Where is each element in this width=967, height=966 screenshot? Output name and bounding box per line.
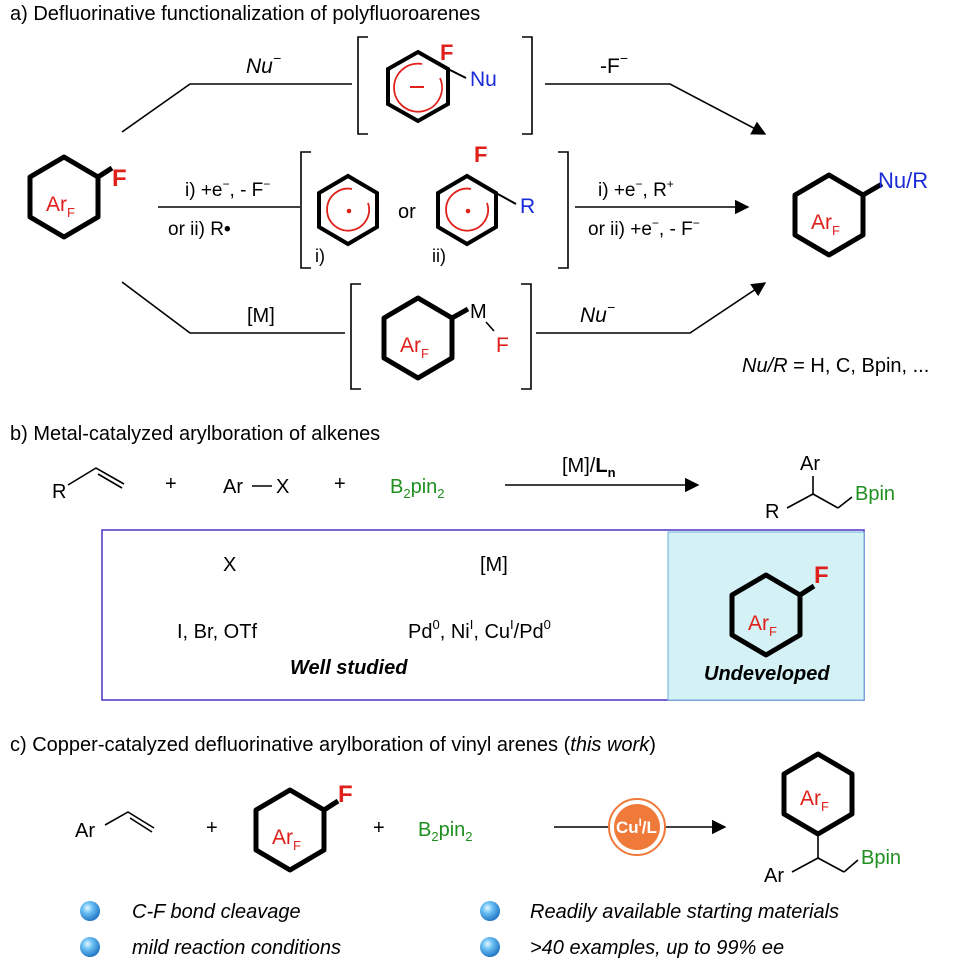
radical-ii-f: F — [474, 142, 487, 167]
aryl-halide: Ar — [223, 476, 243, 498]
cu-catalyst-badge: CuI/L — [608, 798, 666, 856]
label-i: i) — [315, 246, 325, 266]
bracket-left-bottom — [350, 283, 361, 390]
aryl-radical-ii: F R ii) — [432, 142, 535, 266]
section-a-title: a) Defluorinative functionalization of p… — [10, 3, 480, 25]
bottom-path-line-left — [121, 281, 345, 334]
bullet-icon — [480, 937, 500, 957]
catalyst-b: [M]/Ln — [562, 455, 616, 480]
c-b2pin2: B2pin2 — [418, 819, 473, 844]
bottom-path-arrow — [536, 282, 767, 334]
middle-cond-3: i) +e−, R+ — [598, 177, 674, 201]
product-b-bpin: Bpin — [855, 483, 895, 505]
top-path-arrow — [545, 83, 767, 135]
box-f: F — [814, 562, 829, 589]
product-arf: ArF — [811, 211, 840, 238]
c-f: F — [338, 781, 353, 808]
bullet-3: mild reaction conditions — [132, 937, 341, 959]
scope-note: Nu/R = H, C, Bpin, ... — [742, 355, 929, 377]
fluoride-loss-label: -F− — [600, 50, 628, 78]
top-path-line-left — [121, 83, 352, 133]
undeveloped-label: Undeveloped — [704, 663, 830, 685]
bullet-icon — [80, 937, 100, 957]
middle-cond-1: i) +e−, - F− — [185, 177, 270, 201]
undeveloped-highlight — [667, 531, 865, 701]
aryl-metal-intermediate: M F ArF — [381, 295, 509, 381]
bullet-icon — [80, 901, 100, 921]
halide-x: X — [276, 476, 289, 498]
nu-reagent-top: Nu− — [246, 50, 281, 78]
box-arf: ArF — [748, 612, 777, 639]
vinyl-ar: Ar — [75, 820, 95, 842]
b2pin2-b: B2pin2 — [390, 476, 445, 501]
feature-bullets: C-F bond cleavage Readily available star… — [80, 901, 839, 959]
section-c-title: c) Copper-catalyzed defluorinative arylb… — [10, 734, 656, 756]
arf-label: ArF — [46, 193, 75, 220]
metal-values: Pd0, NiI, CuI/Pd0 — [408, 617, 551, 643]
arf-fluoride-start: F ArF — [27, 154, 127, 240]
radical-ii-r: R — [520, 195, 535, 218]
arf-fluoride-c: F ArF — [253, 781, 353, 873]
middle-cond-2: or ii) R• — [168, 219, 231, 240]
plus-c1: + — [206, 817, 218, 839]
bullet-4: >40 examples, up to 99% ee — [530, 937, 784, 959]
alkene-substrate: R — [52, 467, 125, 503]
column-m-header: [M] — [480, 554, 508, 576]
bullet-2: Readily available starting materials — [530, 901, 839, 923]
alkene-r: R — [52, 481, 66, 503]
bullet-1: C-F bond cleavage — [132, 901, 301, 923]
plus-c2: + — [373, 817, 385, 839]
bracket-right-top — [522, 36, 533, 135]
product-c-ar: Ar — [764, 865, 784, 887]
middle-cond-4: or ii) +e−, - F− — [588, 216, 700, 240]
cu-catalyst-label: CuI/L — [616, 817, 657, 837]
bracket-right-bottom — [521, 283, 532, 390]
bracket-left-top — [357, 36, 368, 135]
plus-b2: + — [334, 473, 346, 495]
column-x-header: X — [223, 554, 236, 576]
bullet-icon — [480, 901, 500, 921]
well-studied-label: Well studied — [290, 657, 408, 679]
or-label: or — [398, 201, 416, 223]
section-b-title: b) Metal-catalyzed arylboration of alken… — [10, 423, 380, 445]
arf-fluoride-box: F ArF — [729, 562, 829, 658]
x-values: I, Br, OTf — [177, 621, 257, 643]
vinyl-arene: Ar — [75, 811, 155, 842]
bracket-left-mid — [300, 151, 311, 269]
arf-product: Nu/R ArF — [792, 168, 928, 258]
metal-m: M — [470, 301, 487, 323]
meisenheimer-intermediate: F Nu — [386, 40, 497, 124]
nu-reagent-bottom: Nu− — [580, 299, 615, 327]
product-nu-r: Nu/R — [878, 168, 928, 193]
product-b-ar: Ar — [800, 453, 820, 475]
arylboration-product-b: Ar R Bpin — [765, 453, 895, 523]
arylboration-product-c: ArF Ar Bpin — [764, 751, 901, 887]
bracket-right-mid — [558, 151, 569, 269]
product-b-r: R — [765, 501, 779, 523]
product-c-arf: ArF — [800, 787, 829, 814]
c-arf: ArF — [272, 826, 301, 853]
plus-b1: + — [165, 473, 177, 495]
meisenheimer-nu: Nu — [470, 68, 497, 91]
product-c-bpin: Bpin — [861, 847, 901, 869]
label-ii: ii) — [432, 246, 446, 266]
metal-reagent: [M] — [247, 305, 275, 327]
meisenheimer-f: F — [440, 40, 453, 65]
fluorine-label: F — [112, 165, 127, 192]
metal-f: F — [496, 334, 509, 357]
aryl-radical-i: i) — [315, 173, 379, 266]
metal-arf: ArF — [400, 334, 429, 361]
